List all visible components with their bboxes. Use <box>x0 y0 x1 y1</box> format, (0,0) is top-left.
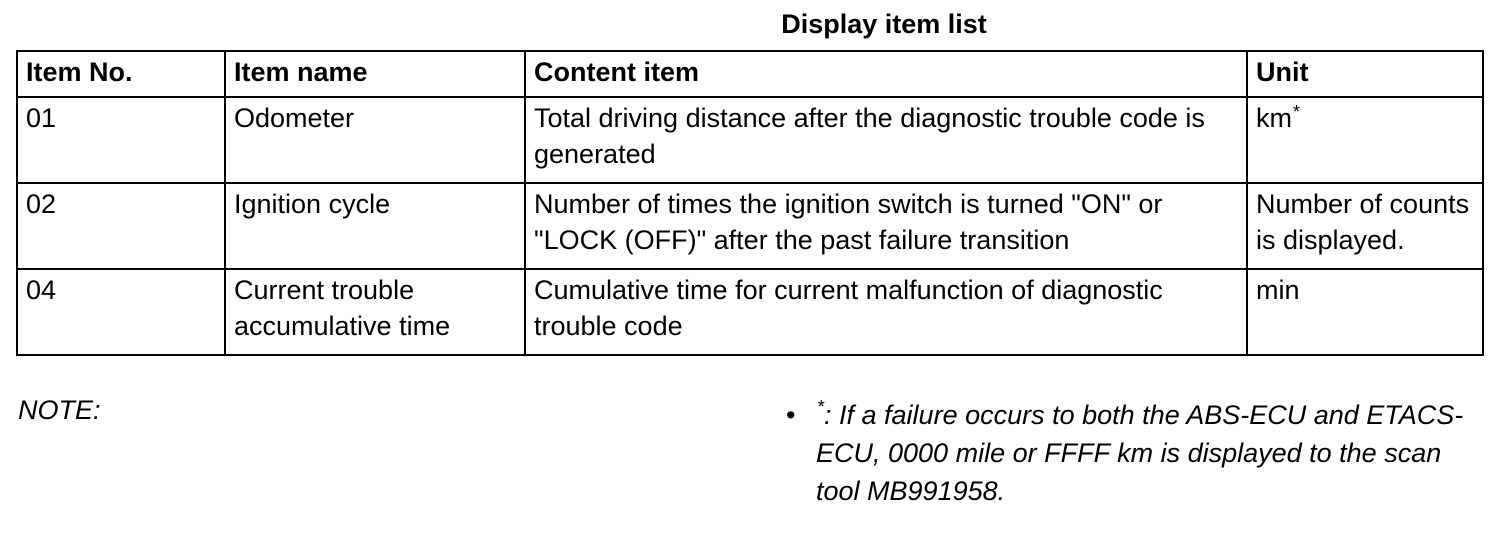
header-item-no: Item No. <box>16 50 226 98</box>
unit-text: min <box>1256 275 1300 305</box>
note-item: • *: If a failure occurs to both the ABS… <box>786 396 1486 510</box>
table-header-row: Item No. Item name Content item Unit <box>16 50 1484 98</box>
cell-item-no: 02 <box>16 182 226 270</box>
cell-item-name: Ignition cycle <box>224 182 526 270</box>
footnote-mark: * <box>1293 102 1301 122</box>
cell-item-name: Current trouble accumulative time <box>224 268 526 356</box>
header-unit: Unit <box>1246 50 1484 98</box>
header-content-item: Content item <box>524 50 1248 98</box>
page-title: Display item list <box>781 9 987 39</box>
table-row: 04 Current trouble accumulative time Cum… <box>16 268 1484 356</box>
note-text-block: *: If a failure occurs to both the ABS-E… <box>816 396 1486 510</box>
note-label: NOTE: <box>18 395 101 425</box>
cell-unit: Number of counts is displayed. <box>1246 182 1484 270</box>
display-item-table: Item No. Item name Content item Unit 01 … <box>16 50 1484 356</box>
unit-text: Number of counts is displayed. <box>1256 189 1470 255</box>
cell-unit: min <box>1246 268 1484 356</box>
unit-text: km <box>1256 103 1292 133</box>
footnote-mark: * <box>817 397 825 417</box>
cell-item-name: Odometer <box>224 96 526 184</box>
note-text: : If a failure occurs to both the ABS-EC… <box>816 400 1464 506</box>
cell-content-item: Total driving distance after the diagnos… <box>524 96 1248 184</box>
cell-item-no: 04 <box>16 268 226 356</box>
header-item-name: Item name <box>224 50 526 98</box>
cell-unit: km* <box>1246 96 1484 184</box>
cell-content-item: Number of times the ignition switch is t… <box>524 182 1248 270</box>
table-row: 02 Ignition cycle Number of times the ig… <box>16 182 1484 270</box>
cell-content-item: Cumulative time for current malfunction … <box>524 268 1248 356</box>
bullet-icon: • <box>786 400 796 430</box>
table-row: 01 Odometer Total driving distance after… <box>16 96 1484 184</box>
cell-item-no: 01 <box>16 96 226 184</box>
